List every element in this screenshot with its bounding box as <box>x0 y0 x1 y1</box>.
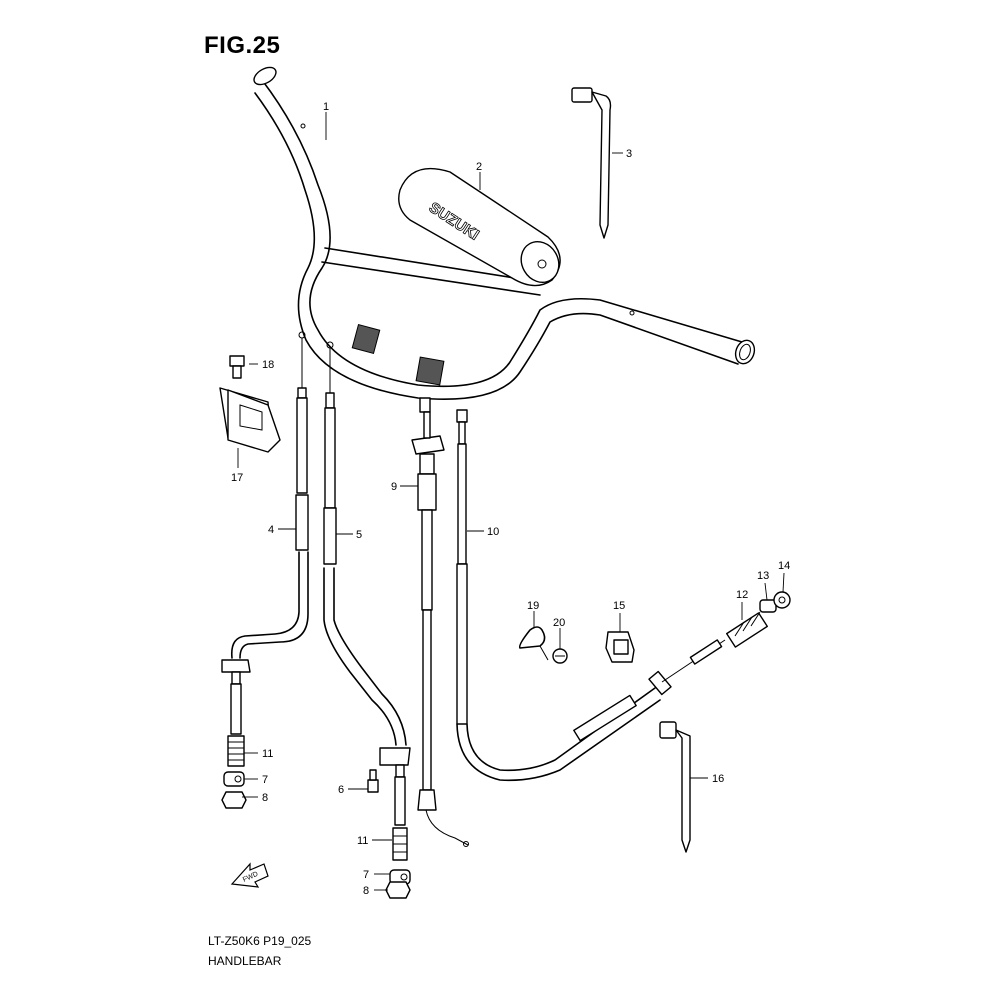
fwd-arrow: FWD <box>230 862 269 888</box>
clamp-15[interactable] <box>605 631 635 663</box>
band-clip[interactable] <box>571 87 612 239</box>
callout-4: 4 <box>268 524 274 536</box>
cable-10[interactable] <box>456 409 726 782</box>
figure-title: FIG.25 <box>204 32 281 59</box>
joint-7-left[interactable] <box>223 771 245 787</box>
boot-12[interactable] <box>726 611 768 648</box>
nut-8-left[interactable] <box>221 791 247 809</box>
cable-9[interactable] <box>411 397 469 847</box>
adjuster-11-right[interactable] <box>392 827 408 861</box>
screw-20[interactable] <box>552 648 568 664</box>
section-name: HANDLEBAR <box>208 954 282 968</box>
handlebar[interactable] <box>251 64 757 401</box>
bolt-18[interactable] <box>229 355 245 379</box>
callout-10: 10 <box>487 526 499 538</box>
joint-7-right[interactable] <box>389 869 411 885</box>
callout-7-right: 7 <box>363 869 369 881</box>
callout-8-right: 8 <box>363 885 369 897</box>
cable-5[interactable] <box>323 341 411 826</box>
callout-17: 17 <box>231 472 243 484</box>
callout-15: 15 <box>613 600 625 612</box>
nut-8-right[interactable] <box>385 881 411 899</box>
callout-3: 3 <box>626 148 632 160</box>
callout-18: 18 <box>262 359 274 371</box>
callout-8-left: 8 <box>262 792 268 804</box>
cable-4[interactable] <box>221 331 309 735</box>
callout-1: 1 <box>323 101 329 113</box>
screw-6[interactable] <box>367 769 379 793</box>
callout-16: 16 <box>712 773 724 785</box>
clip-19[interactable] <box>518 626 549 661</box>
callout-2: 2 <box>476 161 482 173</box>
guide-bracket[interactable] <box>219 387 281 453</box>
callout-6: 6 <box>338 784 344 796</box>
callout-5: 5 <box>356 529 362 541</box>
callout-20: 20 <box>553 617 565 629</box>
callout-11-left: 11 <box>262 748 273 760</box>
callout-7-left: 7 <box>262 774 268 786</box>
nut-14[interactable] <box>773 591 791 609</box>
cable-tie-16[interactable] <box>659 721 691 853</box>
handlebar-pad[interactable]: SUZUKI <box>398 167 566 290</box>
callout-19: 19 <box>527 600 539 612</box>
callout-12: 12 <box>736 589 748 601</box>
callout-9: 9 <box>391 481 397 493</box>
callout-11-right: 11 <box>357 835 368 847</box>
adjuster-11-left[interactable] <box>227 735 245 767</box>
callout-13: 13 <box>757 570 769 582</box>
model-code: LT-Z50K6 P19_025 <box>208 934 312 948</box>
callout-14: 14 <box>778 560 790 572</box>
